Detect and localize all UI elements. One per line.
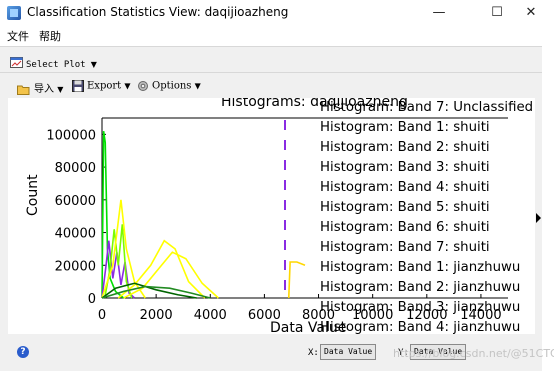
histogram-series-line [103,224,133,299]
x-tick-label: 12000 [406,308,447,323]
y-tick-label: 100000 [46,128,96,143]
legend-entry: Histogram: Band 4: jianzhuwu [320,320,521,334]
y-tick-label: 40000 [55,227,96,242]
menu-bar: 文件 帮助 [0,26,554,46]
menu-separator [0,46,554,47]
legend-entry: Histogram: Band 1: shuiti [320,120,490,135]
y-tick-label: 80000 [55,161,96,176]
y-axis-selector-label: Y: [398,348,409,358]
x-axis-label: Data Value [270,320,347,334]
chevron-down-icon: ▼ [57,85,64,94]
y-axis-label: Count [25,174,41,216]
x-tick-label: 6000 [248,308,281,323]
close-button[interactable]: ✕ [525,5,537,20]
legend-entry: Histogram: Band 4: shuiti [320,180,490,195]
chart-toolbar: 导入 ▼ Export ▼ Options ▼ [0,75,554,99]
histogram-series-line [117,239,206,299]
minimize-button[interactable]: — [432,5,446,20]
x-axis-selector-label: X: [308,348,319,358]
title-bar: Classification Statistics View: daqijioa… [0,0,554,26]
chevron-down-icon: ▼ [124,81,131,91]
legend-entry: Histogram: Band 7: shuiti [320,240,490,255]
histogram-series-line [287,261,306,299]
x-tick-label: 2000 [140,308,173,323]
menu-help[interactable]: 帮助 [39,30,61,43]
legend-entry: Histogram: Band 3: shuiti [320,160,490,175]
chevron-down-icon: ▼ [194,81,201,91]
histogram-chart: 0 2000 4000 6000 8000 10000 12000 14000 0 20000 40… [46,117,508,323]
x-tick-label: 4000 [194,308,227,323]
y-axis-data-value-button[interactable]: Data Value [410,344,467,360]
right-scroll-strip [542,0,554,371]
expand-panel-arrow-icon[interactable] [536,213,541,223]
select-plot-button[interactable]: Select Plot ▼ [10,52,97,71]
legend-entry: Histogram: Band 7: Unclassified [320,100,534,115]
left-margin [0,98,8,334]
x-tick-label: 8000 [302,308,335,323]
legend-entry: Histogram: Band 2: shuiti [320,140,490,155]
import-label: 导入 [34,84,54,95]
legend-entry: Histogram: Band 3: jianzhuwu [320,300,521,315]
window-title: Classification Statistics View: daqijioa… [27,5,289,19]
x-tick-label: 14000 [460,308,501,323]
legend-entry: Histogram: Band 1: jianzhuwu [320,260,521,275]
y-tick-label: 0 [88,292,96,307]
save-disk-icon [72,80,84,92]
gear-icon [138,81,148,91]
histogram-series-line [101,285,211,299]
histogram-series-line [123,251,219,299]
select-plot-label: Select Plot [26,60,86,70]
plot-window-icon [10,57,23,68]
menu-file[interactable]: 文件 [7,30,29,43]
plot-area[interactable]: 0 2000 4000 6000 8000 10000 12000 14000 0 20000 40… [8,98,535,334]
export-button[interactable]: Export ▼ [72,80,131,92]
x-tick-label: 0 [98,308,106,323]
y-tick-label: 20000 [55,259,96,274]
legend-entry: Histogram: Band 2: jianzhuwu [320,280,521,295]
folder-open-icon [17,85,30,95]
x-tick-label: 10000 [352,308,393,323]
help-icon[interactable]: ? [17,346,29,358]
x-axis-data-value-button[interactable]: Data Value [320,344,377,360]
watermark-text: https://blog.csdn.net/@51CTO博客 [393,347,554,360]
chevron-down-icon: ▼ [90,60,97,69]
chart-title: Histograms: daqijioazheng [221,98,408,110]
legend-entry: Histogram: Band 5: shuiti [320,200,490,215]
toolbar-separator [0,72,554,73]
y-tick-label: 60000 [55,194,96,209]
maximize-button[interactable]: ☐ [491,5,503,20]
options-button[interactable]: Options ▼ [137,80,201,92]
export-label: Export [87,80,122,92]
import-button[interactable]: 导入 ▼ [17,80,63,95]
plot-selector-bar: Select Plot ▼ [0,47,554,71]
app-icon [7,6,21,20]
options-label: Options [152,80,192,92]
legend-entry: Histogram: Band 6: shuiti [320,220,490,235]
